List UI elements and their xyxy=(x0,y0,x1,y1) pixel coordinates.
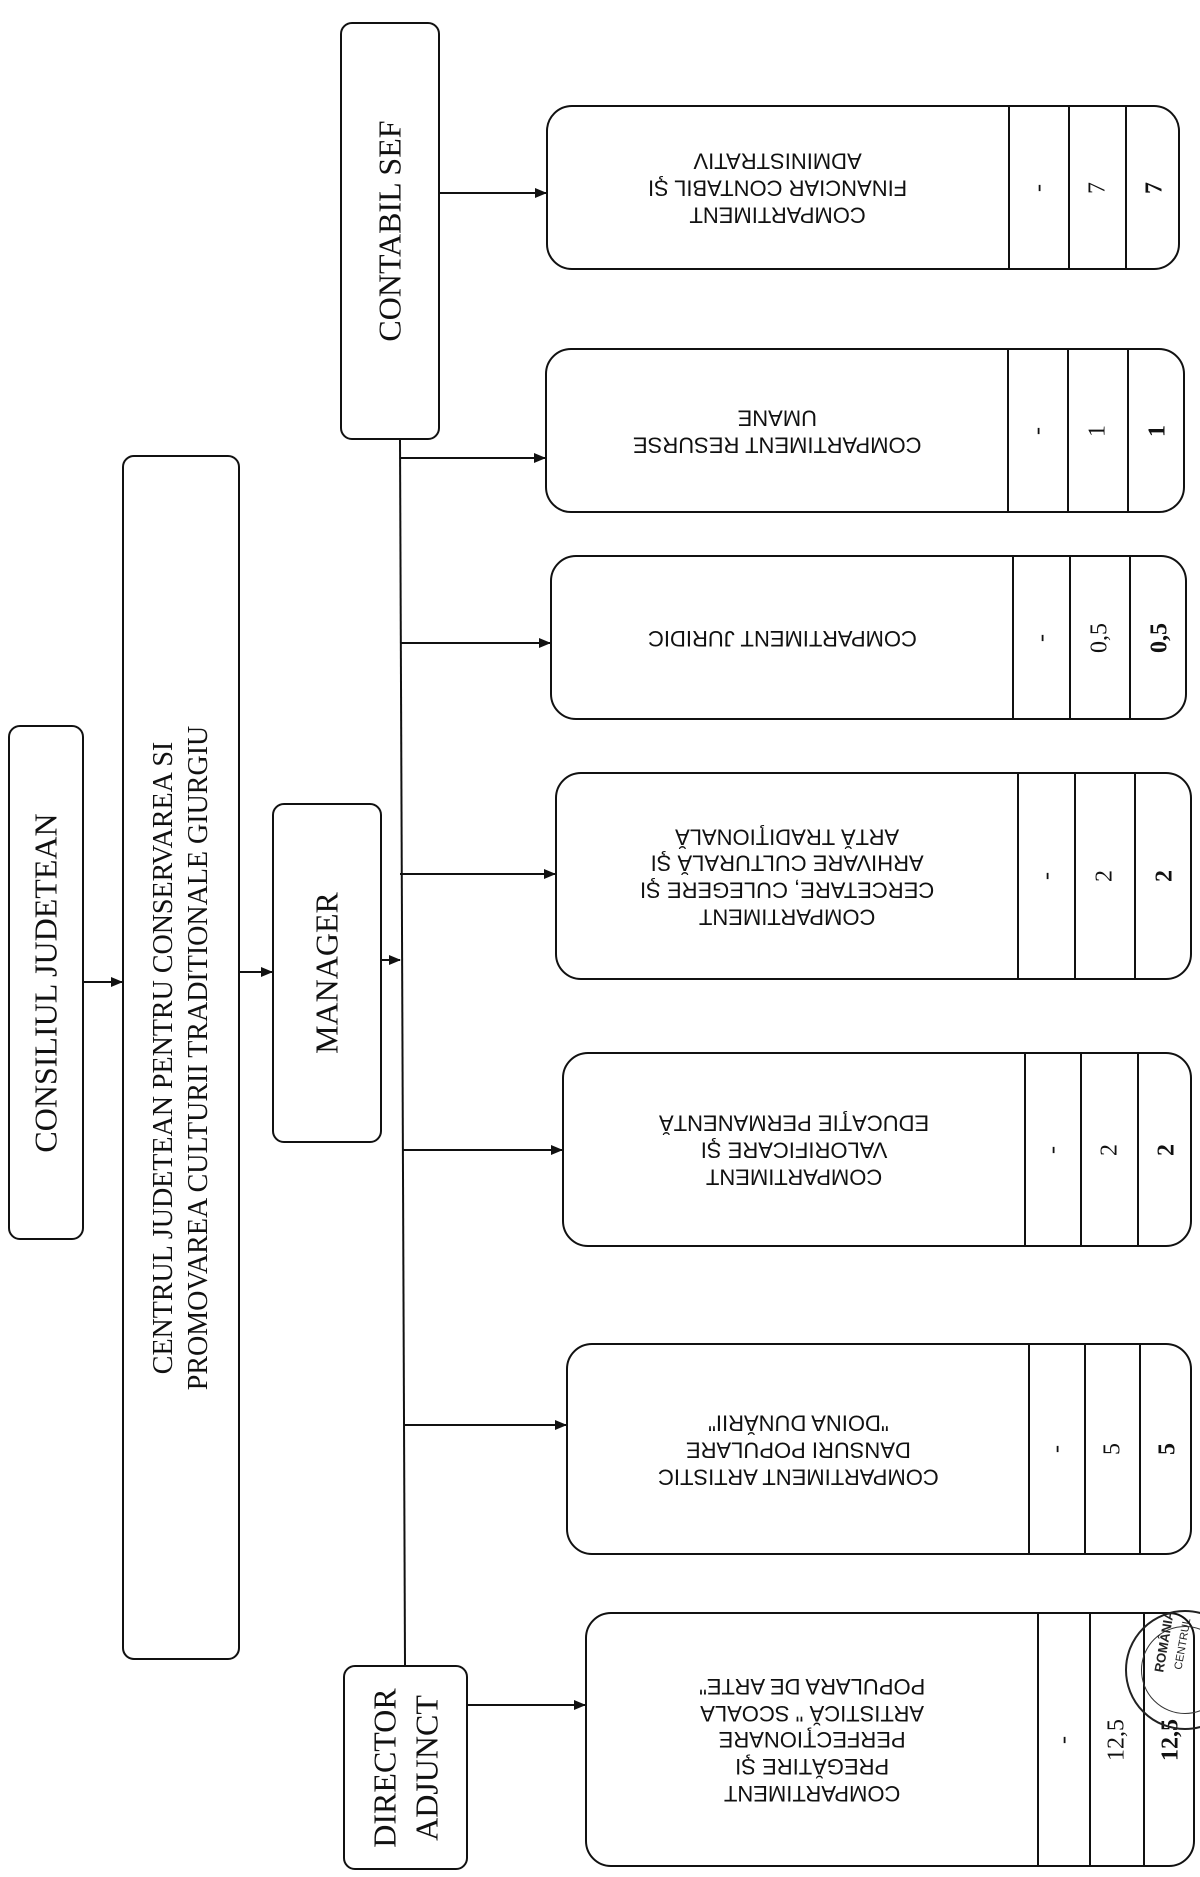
value-total-cell: 1 xyxy=(1144,424,1171,437)
spine-line xyxy=(399,439,406,1666)
value-cell: 1 xyxy=(1084,424,1111,437)
chief-accountant-label: CONTABIL SEF xyxy=(371,120,408,342)
department-name: COMPARTIMENT RESURSE UMANE xyxy=(632,405,922,458)
department-name: COMPARTIMENT JURIDIC xyxy=(647,625,917,651)
value-cell: 12,5 xyxy=(1103,1718,1130,1761)
value-cell: - xyxy=(1025,183,1052,192)
manager-box: MANAGER xyxy=(272,803,382,1143)
department-name: COMPARTIMENT ARTISTIC DANSURI POPULARE "… xyxy=(657,1410,939,1490)
value-cell: - xyxy=(1050,1735,1077,1744)
value-cell: 5 xyxy=(1099,1443,1125,1455)
centre-label: CENTRUL JUDETEAN PENTRU CONSERVAREA SI P… xyxy=(146,725,216,1390)
department-cercetare-culegere: COMPARTIMENT CERCETARE, CULEGERE ŞI ARHI… xyxy=(555,772,1192,980)
council-label: CONSILIUL JUDETEAN xyxy=(27,812,64,1153)
department-name: COMPARTIMENT CERCETARE, CULEGERE ŞI ARHI… xyxy=(639,824,935,930)
department-resurse-umane: COMPARTIMENT RESURSE UMANE - 1 1 xyxy=(545,348,1185,513)
deputy-director-line1: DIRECTOR xyxy=(365,1687,402,1848)
chief-accountant-box: CONTABIL SEF xyxy=(340,22,440,440)
value-cell: - xyxy=(1028,633,1054,642)
value-cell: - xyxy=(1033,872,1059,880)
department-name: COMPARTIMENT VALORIFICARE ŞI EDUCAŢIE PE… xyxy=(658,1111,930,1190)
centre-label-line2: PROMOVAREA CULTURII TRADITIONALE GIURGIU xyxy=(183,725,214,1390)
deputy-director-label: DIRECTOR ADJUNCT xyxy=(364,1688,447,1847)
value-cell: - xyxy=(1039,1145,1066,1154)
department-name: COMPARTIMENT PREGĂTIRE ŞI PERFECŢIONARE … xyxy=(698,1674,926,1807)
council-box: CONSILIUL JUDETEAN xyxy=(8,725,84,1240)
department-juridic: COMPARTIMENT JURIDIC - 0,5 0,5 xyxy=(550,555,1187,720)
value-cell: 0,5 xyxy=(1086,622,1113,653)
value-total-cell: 7 xyxy=(1141,181,1167,194)
value-cell: 2 xyxy=(1096,1143,1122,1156)
deputy-director-box: DIRECTOR ADJUNCT xyxy=(343,1665,468,1870)
department-pregatire-perfectionare: COMPARTIMENT PREGĂTIRE ŞI PERFECŢIONARE … xyxy=(585,1612,1195,1867)
value-total-cell: 0,5 xyxy=(1146,622,1173,653)
value-total-cell: 5 xyxy=(1154,1443,1180,1455)
value-cell: - xyxy=(1024,426,1051,435)
department-valorificare-educatie: COMPARTIMENT VALORIFICARE ŞI EDUCAŢIE PE… xyxy=(562,1052,1192,1247)
centre-label-line1: CENTRUL JUDETEAN PENTRU CONSERVAREA SI xyxy=(148,741,179,1374)
deputy-director-line2: ADJUNCT xyxy=(407,1694,444,1841)
department-dansuri-populare: COMPARTIMENT ARTISTIC DANSURI POPULARE "… xyxy=(566,1343,1192,1555)
value-total-cell: 2 xyxy=(1151,870,1178,882)
manager-label: MANAGER xyxy=(308,892,345,1054)
value-cell: - xyxy=(1043,1445,1070,1453)
department-financiar-contabil: COMPARTIMENT FINANCIAR CONTABIL ŞI ADMIN… xyxy=(546,105,1180,270)
value-cell: 7 xyxy=(1084,181,1110,194)
department-name: COMPARTIMENT FINANCIAR CONTABIL ŞI ADMIN… xyxy=(648,149,908,228)
value-total-cell: 2 xyxy=(1153,1143,1179,1156)
centre-box: CENTRUL JUDETEAN PENTRU CONSERVAREA SI P… xyxy=(122,455,240,1660)
value-cell: 2 xyxy=(1091,870,1118,882)
